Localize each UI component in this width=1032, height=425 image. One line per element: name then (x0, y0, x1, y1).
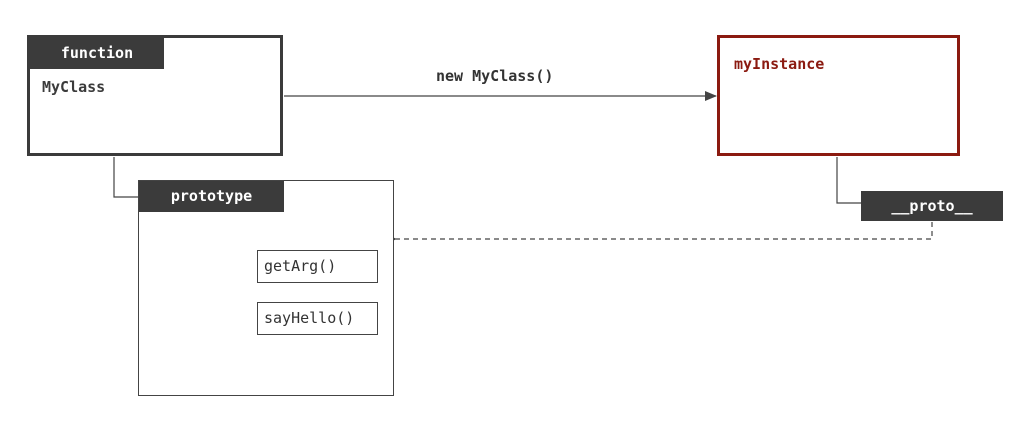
function-box: function MyClass (27, 35, 283, 156)
proto-link-dashed-arrow (385, 222, 933, 244)
myclass-title: MyClass (42, 78, 106, 96)
function-prototype-connector (113, 157, 138, 198)
new-myclass-label: new MyClass() (436, 67, 554, 85)
method-sayhello: sayHello() (257, 302, 378, 335)
proto-tag: __proto__ (861, 191, 1003, 221)
method-getarg: getArg() (257, 250, 378, 283)
instance-box: myInstance (717, 35, 960, 156)
prototype-box: prototype (138, 180, 394, 396)
prototype-tag: prototype (139, 181, 284, 212)
instance-title: myInstance (734, 55, 825, 73)
function-tag: function (30, 38, 164, 69)
instance-proto-connector (836, 157, 861, 204)
